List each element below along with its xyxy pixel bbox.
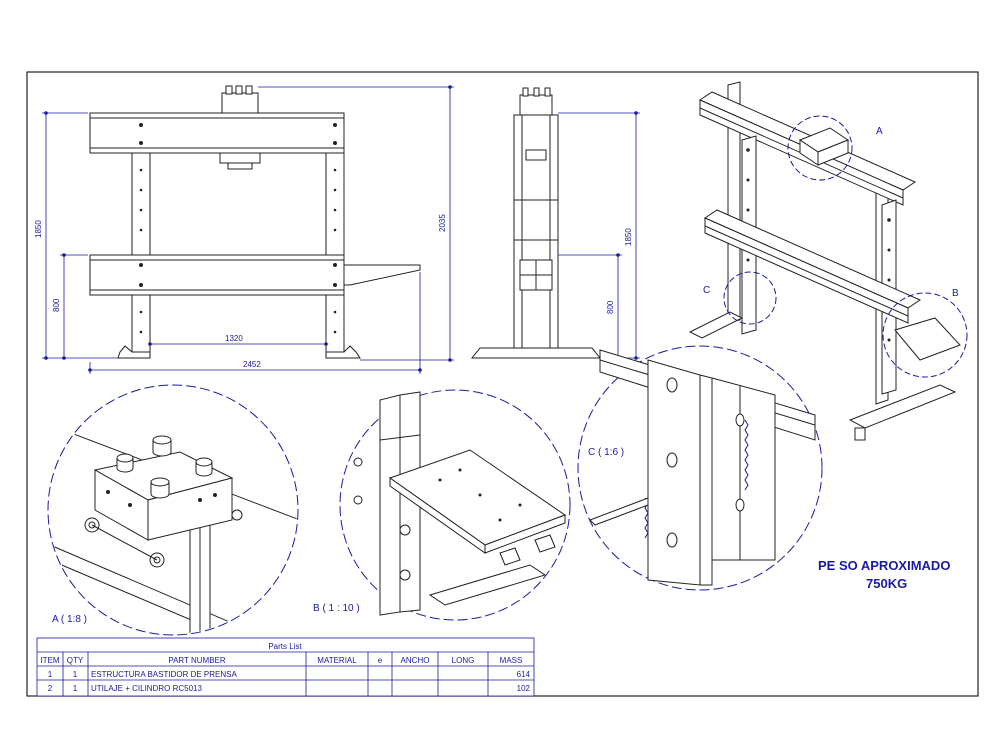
table-row-1-item: 1 — [48, 670, 53, 679]
dim-1850-side: 1850 — [624, 228, 633, 246]
table-row-2-item: 2 — [48, 684, 53, 693]
dim-2035: 2035 — [438, 214, 447, 232]
table-row-2-qty: 1 — [73, 684, 78, 693]
dim-1850-front: 1850 — [34, 220, 43, 238]
dim-800-side: 800 — [606, 300, 615, 314]
detail-a-label: A ( 1:8 ) — [52, 614, 87, 625]
header-part-number: PART NUMBER — [168, 656, 226, 665]
detail-b: B ( 1 : 10 ) — [313, 389, 571, 621]
side-view: 1850 800 — [470, 87, 640, 360]
weight-note-line2: 750KG — [866, 576, 907, 591]
dim-2452: 2452 — [243, 360, 261, 369]
weight-note-line1: PE SO APROXIMADO — [818, 558, 950, 573]
front-view: 1850 800 2035 1320 2452 — [34, 85, 454, 374]
header-qty: QTY — [67, 656, 84, 665]
top-cylinder — [221, 92, 259, 114]
parts-list-title: Parts List — [268, 642, 302, 651]
callout-b-label: B — [952, 288, 959, 299]
detail-c-label: C ( 1:6 ) — [588, 447, 624, 458]
parts-list-table: Parts List ITEM QTY PART NUMBER MATERIAL… — [36, 637, 535, 697]
table-row-1-mass: 614 — [517, 670, 531, 679]
dim-1320: 1320 — [225, 334, 243, 343]
header-e: e — [378, 656, 383, 665]
dim-800-front: 800 — [52, 298, 61, 312]
table-row-1-part: ESTRUCTURA BASTIDOR DE PRENSA — [91, 670, 237, 679]
detail-c: C ( 1:6 ) — [577, 345, 823, 591]
detail-a: A ( 1:8 ) — [47, 384, 299, 636]
header-item: ITEM — [40, 656, 59, 665]
detail-b-label: B ( 1 : 10 ) — [313, 603, 360, 614]
callout-c-label: C — [703, 285, 710, 296]
top-beam — [89, 112, 345, 154]
table-row-2-mass: 102 — [517, 684, 531, 693]
callout-a-label: A — [876, 126, 883, 137]
header-ancho: ANCHO — [401, 656, 430, 665]
iso-view: A C B — [688, 81, 968, 441]
lower-beam — [89, 254, 345, 296]
header-mass: MASS — [500, 656, 523, 665]
table-row-2-part: UTILAJE + CILINDRO RC5013 — [91, 684, 202, 693]
table-row-1-qty: 1 — [73, 670, 78, 679]
header-material: MATERIAL — [317, 656, 357, 665]
header-long: LONG — [452, 656, 475, 665]
